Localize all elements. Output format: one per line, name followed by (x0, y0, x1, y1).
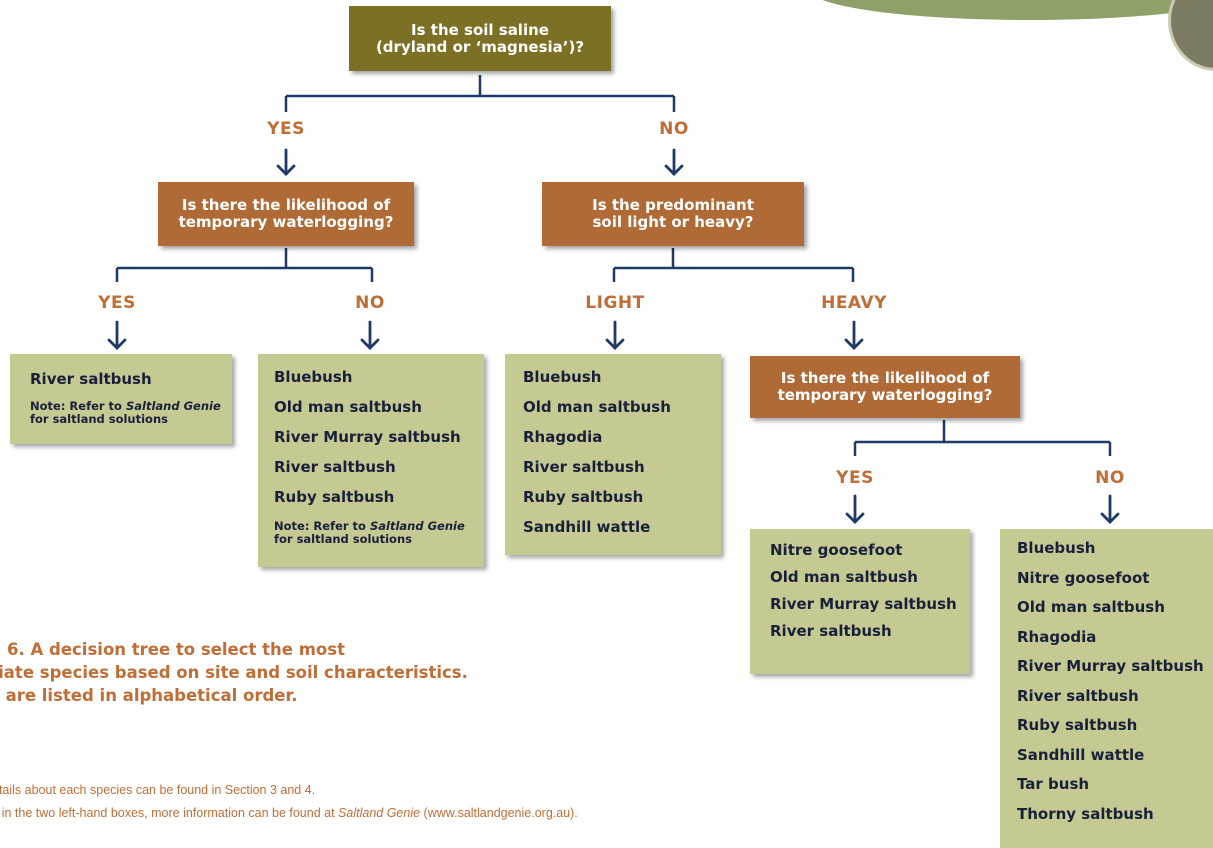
left-question-line1: Is there the likelihood of (181, 196, 391, 214)
species-item: Nitre goosefoot (770, 541, 903, 559)
species-item: River Murray saltbush (274, 428, 461, 446)
footnote-2: s in the two left-hand boxes, more infor… (0, 806, 578, 820)
species-item: Sandhill wattle (523, 518, 651, 536)
species-item: River saltbush (274, 458, 396, 476)
arrow-left-yes (107, 320, 127, 350)
species-item: River saltbush (30, 370, 152, 388)
answer-heavy-no: NO (1095, 468, 1125, 488)
species-item: Ruby saltbush (523, 488, 644, 506)
species-item: Old man saltbush (770, 568, 918, 586)
species-box-heavy-dry: Bluebush Nitre goosefoot Old man saltbus… (1000, 529, 1213, 848)
waterlogging-question-left: Is there the likelihood of temporary wat… (158, 182, 414, 246)
species-box-saline-waterlogged: River saltbush Note: Refer to Saltland G… (10, 354, 232, 444)
species-item: Ruby saltbush (1017, 716, 1138, 734)
right-question-line2: soil light or heavy? (592, 213, 754, 231)
figure-caption: E 6. A decision tree to select the most … (0, 638, 468, 707)
answer-left-no: NO (355, 293, 385, 313)
soil-type-question: Is the predominant soil light or heavy? (542, 182, 804, 246)
species-item: Thorny saltbush (1017, 804, 1154, 823)
arrow-heavy-yes (845, 494, 865, 524)
root-question-line1: Is the soil saline (411, 20, 549, 39)
arrow-right-heavy (844, 320, 864, 350)
arrow-root-no (664, 148, 684, 176)
species-item: Rhagodia (523, 428, 603, 446)
species-box-light-soil: Bluebush Old man saltbush Rhagodia River… (505, 354, 721, 555)
note-text: Note: Refer to Saltland Genie for saltla… (30, 399, 221, 426)
species-item: Rhagodia (1017, 627, 1097, 646)
species-item: Sandhill wattle (1017, 745, 1145, 764)
heavy-question-line2: temporary waterlogging? (777, 386, 993, 404)
species-item: Bluebush (1017, 539, 1096, 557)
species-box-saline-dry: Bluebush Old man saltbush River Murray s… (258, 354, 484, 567)
left-question-line2: temporary waterlogging? (178, 213, 394, 231)
arrow-heavy-no (1100, 494, 1120, 524)
species-item: Old man saltbush (523, 398, 671, 416)
arrow-root-yes (276, 148, 296, 176)
species-item: Bluebush (523, 368, 602, 386)
species-box-heavy-waterlogged: Nitre goosefoot Old man saltbush River M… (750, 529, 970, 674)
waterlogging-question-heavy: Is there the likelihood of temporary wat… (750, 356, 1020, 418)
answer-right-heavy: HEAVY (821, 293, 887, 313)
caption-line1: E 6. A decision tree to select the most (0, 640, 345, 659)
note-text: Note: Refer to Saltland Genie for saltla… (274, 519, 465, 546)
species-item: Ruby saltbush (274, 488, 395, 506)
species-item: Old man saltbush (274, 398, 422, 416)
answer-heavy-yes: YES (836, 468, 874, 488)
arrow-right-light (605, 320, 625, 350)
right-question-line1: Is the predominant (592, 196, 754, 214)
species-item: River saltbush (523, 458, 645, 476)
decorative-banner (810, 0, 1213, 20)
species-item: Nitre goosefoot (1017, 568, 1150, 587)
species-item: Tar bush (1017, 775, 1090, 793)
caption-line2: riate species based on site and soil cha… (0, 663, 468, 682)
caption-line3: s are listed in alphabetical order. (0, 686, 298, 705)
footnote-1: etails about each species can be found i… (0, 783, 316, 797)
heavy-question-line1: Is there the likelihood of (780, 369, 990, 387)
answer-root-no: NO (659, 119, 689, 139)
species-item: Bluebush (274, 368, 353, 386)
species-item: River Murray saltbush (770, 595, 957, 613)
answer-root-yes: YES (267, 119, 305, 139)
species-item: River saltbush (770, 622, 892, 640)
species-item: River Murray saltbush (1017, 657, 1204, 675)
species-item: River saltbush (1017, 686, 1139, 705)
root-question-line2: (dryland or ‘magnesia’)? (375, 37, 585, 56)
root-question: Is the soil saline (dryland or ‘magnesia… (349, 6, 611, 71)
species-item: Old man saltbush (1017, 598, 1165, 616)
answer-left-yes: YES (98, 293, 136, 313)
arrow-left-no (360, 320, 380, 350)
answer-right-light: LIGHT (585, 293, 645, 313)
